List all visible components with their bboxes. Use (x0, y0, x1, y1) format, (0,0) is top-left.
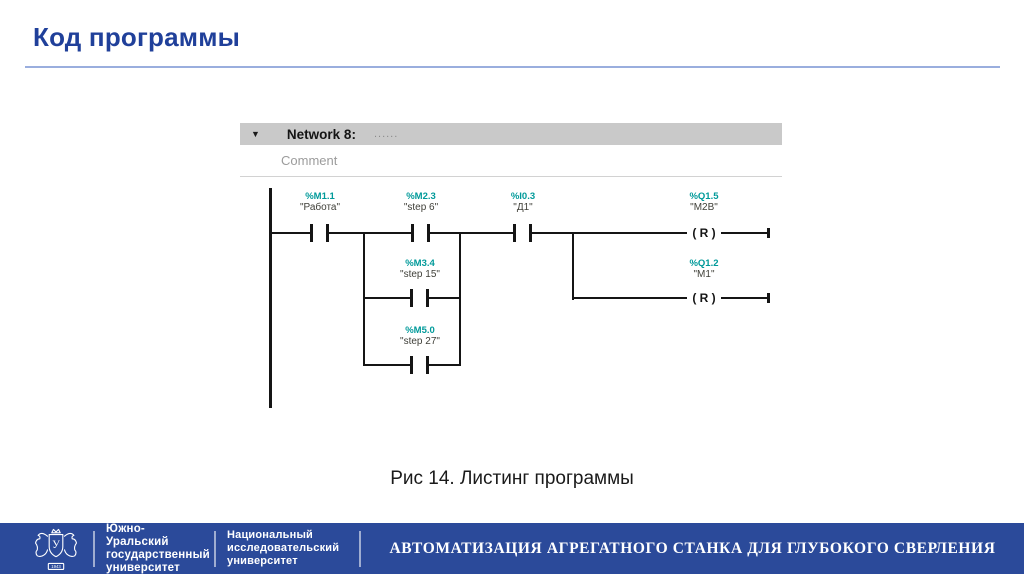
university-crest-icon: У 1943 (35, 528, 77, 570)
contact-step15 (410, 289, 429, 307)
branch-close-line (459, 232, 461, 366)
footer-divider (93, 530, 95, 567)
operand-name: "step 15" (400, 269, 440, 280)
operand-address: %Q1.5 (689, 191, 719, 202)
operand-address: %M1.1 (305, 191, 335, 202)
rung-end-tick (767, 293, 770, 303)
operand-label: %I0.3 "Д1" (478, 191, 568, 214)
network-header-bar: ▼ Network 8: ...... (240, 123, 782, 145)
operand-name: "Д1" (513, 202, 533, 213)
university-name-line: университет (227, 555, 298, 567)
operand-address: %M2.3 (406, 191, 436, 202)
contact-rabota (310, 224, 329, 242)
operand-label: %M5.0 "step 27" (375, 325, 465, 348)
operand-name: "M1" (693, 269, 715, 280)
contact-d1 (513, 224, 532, 242)
contact-step6 (411, 224, 430, 242)
rung-end-tick (767, 228, 770, 238)
university-name-line: исследовательский (227, 542, 340, 554)
operand-address: %Q1.2 (689, 258, 719, 269)
operand-label: %Q1.2 "M1" (659, 258, 749, 281)
svg-text:1943: 1943 (51, 564, 61, 569)
network-title: Network 8: (286, 126, 356, 142)
branch-open-line (363, 232, 365, 366)
operand-label: %M3.4 "step 15" (375, 258, 465, 281)
national-research-block: Национальный исследовательский университ… (227, 529, 347, 568)
university-name-line: Южно-Уральский (106, 522, 169, 548)
operand-name: "Работа" (299, 202, 341, 213)
project-title: АВТОМАТИЗАЦИЯ АГРЕГАТНОГО СТАНКА ДЛЯ ГЛУ… (389, 539, 996, 557)
operand-address: %M5.0 (405, 325, 435, 336)
operand-name: "step 6" (403, 202, 439, 213)
operand-address: %M3.4 (405, 258, 435, 269)
university-name-line: государственный (106, 548, 210, 561)
coil2-rung (572, 297, 770, 299)
network-title-placeholder: ...... (373, 128, 399, 140)
title-divider (25, 66, 1000, 68)
operand-label: %M2.3 "step 6" (376, 191, 466, 214)
footer-divider (359, 530, 361, 567)
operand-name: "step 27" (400, 336, 440, 347)
reset-coil-m2b: ( R ) (687, 225, 721, 241)
contact-step27 (410, 356, 429, 374)
svg-text:У: У (52, 539, 60, 551)
operand-label: %Q1.5 "M2B" (659, 191, 749, 214)
operand-address: %I0.3 (510, 191, 536, 202)
university-name-line: Национальный (227, 529, 314, 541)
reset-coil-m1: ( R ) (687, 290, 721, 306)
university-name-line: университет (106, 561, 180, 574)
footer-divider (214, 530, 216, 567)
university-name-block: Южно-Уральский государственный университ… (106, 522, 210, 575)
page-title: Код программы (33, 22, 241, 52)
figure-caption: Рис 14. Листинг программы (390, 468, 634, 489)
coil-branch-line (572, 232, 574, 300)
footer-bar: У 1943 Южно-Уральский государственный ун… (0, 523, 1024, 574)
collapse-triangle-icon[interactable]: ▼ (251, 128, 260, 139)
plc-code-screenshot: ▼ Network 8: ...... Comment ( R ) ( R ) … (240, 123, 782, 433)
comment-input[interactable]: Comment (281, 153, 338, 168)
network-comment-row: Comment (240, 145, 782, 177)
ladder-diagram: ( R ) ( R ) %M1.1 "Работа" %M2.3 "step 6… (240, 177, 782, 433)
operand-name: "M2B" (690, 202, 718, 213)
operand-label: %M1.1 "Работа" (275, 191, 365, 214)
power-rail (269, 188, 272, 408)
